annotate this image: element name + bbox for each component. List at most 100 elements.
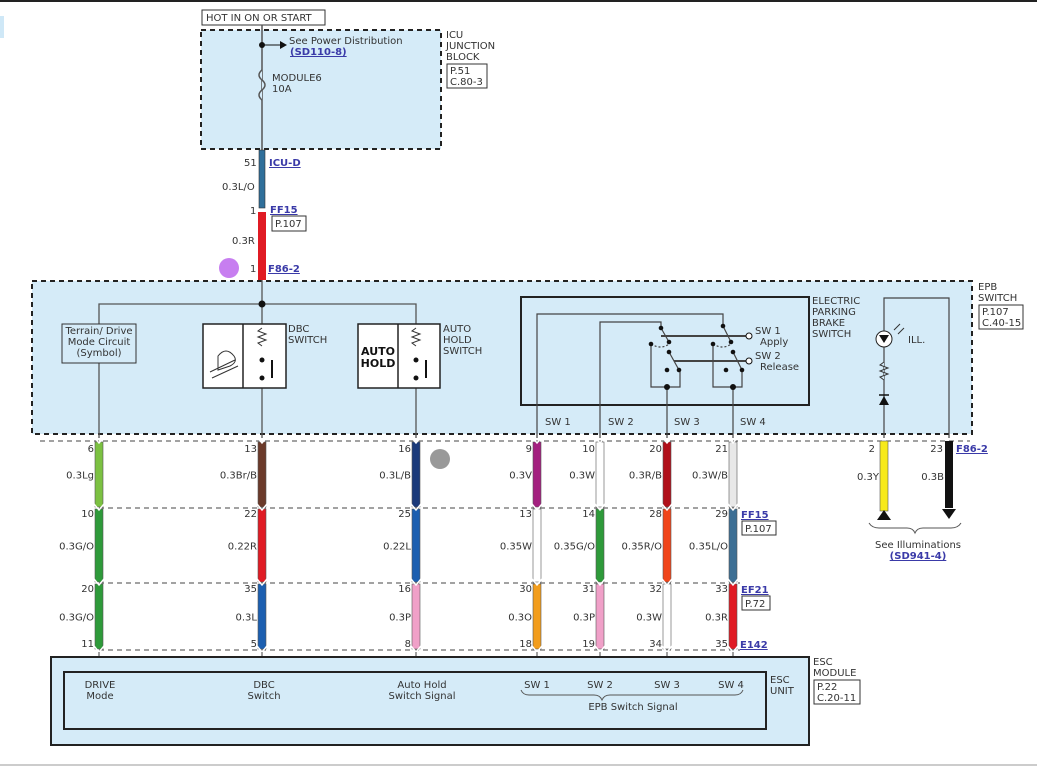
pin-number: 11	[81, 639, 94, 650]
ill-label: ILL.	[908, 335, 925, 346]
connector-e142-link[interactable]: E142	[740, 640, 768, 651]
connector-terminal-icon	[531, 503, 543, 512]
pin-number: 13	[519, 509, 532, 520]
pin-number: 16	[398, 584, 411, 595]
sw-label: SW 3	[674, 417, 700, 428]
wire-label: 0.3L/B	[379, 471, 411, 482]
wire-segment	[94, 441, 104, 508]
arrow-down-icon	[942, 509, 956, 519]
autohold-icon: HOLD	[361, 357, 396, 370]
connector-terminal-icon	[256, 503, 268, 512]
brace	[520, 689, 744, 702]
icu-title: BLOCK	[446, 52, 480, 63]
wire-0.3Y	[879, 440, 889, 512]
wire-segment	[662, 508, 672, 583]
power-arrow-icon	[280, 41, 287, 49]
wire-label: 0.35G/O	[554, 542, 595, 553]
sw-label: SW 1	[545, 417, 571, 428]
terrain-box-text: Terrain/ Drive	[64, 326, 132, 337]
pin-number: 35	[244, 584, 257, 595]
esc-ref: P.22	[817, 682, 837, 693]
wire-label: 0.3W	[636, 613, 662, 624]
epb-switch-contacts	[536, 313, 747, 438]
connector-terminal-icon	[256, 578, 268, 587]
wire-label: 0.3R	[232, 236, 255, 247]
epb-switch-block	[31, 280, 973, 435]
epb-ref: C.40-15	[982, 318, 1021, 329]
wire-segment	[595, 583, 605, 650]
connector-ff15-link[interactable]: FF15	[270, 205, 298, 216]
wire-segment	[728, 441, 738, 508]
wire-label: 0.3Lg	[66, 471, 94, 482]
epb-switch-title: SWITCH	[978, 293, 1017, 304]
pin-number: 34	[649, 639, 662, 650]
connector-icu-d-link[interactable]: ICU-D	[269, 158, 301, 169]
sw1-label: SW 1	[755, 326, 781, 337]
wire-label: 0.3G/O	[59, 613, 94, 624]
wire-label: 0.3B	[921, 472, 944, 483]
icu-title: JUNCTION	[445, 41, 495, 52]
wire-label: 0.35W	[500, 542, 532, 553]
pin-number: 14	[582, 509, 595, 520]
pin-number: 20	[81, 584, 94, 595]
wire-segment	[728, 583, 738, 650]
wire-label: 0.35R/O	[622, 542, 663, 553]
pin-number: 51	[244, 158, 257, 169]
wire-label: 0.3Y	[857, 472, 880, 483]
epb-title: SWITCH	[812, 329, 851, 340]
connector-terminal-icon	[93, 578, 105, 587]
wire-label: 0.3L	[236, 613, 258, 624]
pin-number: 6	[88, 444, 94, 455]
pin-number: 2	[869, 444, 875, 455]
wire-0.3B	[945, 441, 953, 508]
esc-module-title: ESC	[813, 657, 833, 668]
wire-0.3L/O	[258, 149, 266, 209]
pin-number: 20	[649, 444, 662, 455]
see-illuminations-link[interactable]: (SD941-4)	[890, 551, 947, 562]
esc-ref: C.20-11	[817, 693, 856, 704]
power-distribution-text: See Power Distribution	[289, 36, 403, 47]
esc-unit-title: ESC	[770, 675, 790, 686]
esc-module-title: MODULE	[813, 668, 856, 679]
pin-number: 25	[398, 509, 411, 520]
epb-title: BRAKE	[812, 318, 845, 329]
esc-drive-label: DRIVE	[85, 680, 116, 691]
connector-ff15-link[interactable]: FF15	[741, 510, 769, 521]
autohold-title: SWITCH	[443, 346, 482, 357]
hot-label: HOT IN ON OR START	[206, 13, 313, 24]
wire-segment	[411, 583, 421, 650]
connector-terminal-icon	[410, 578, 422, 587]
wire-segment	[257, 441, 267, 508]
hill-descent-icon	[209, 350, 239, 379]
see-illuminations-text: See Illuminations	[875, 540, 961, 551]
ef21-ref-box	[741, 595, 771, 611]
wire-label: 0.35L/O	[689, 542, 728, 553]
sw1-apply: Apply	[760, 337, 788, 348]
left-edge-tab	[0, 16, 4, 38]
wire-segment	[662, 441, 672, 508]
pin-number: 32	[649, 584, 662, 595]
icu-ref-box	[446, 63, 488, 89]
connector-terminal-icon	[661, 578, 673, 587]
connector-f86-2-link[interactable]: F86-2	[956, 444, 988, 455]
terrain-box-text: (Symbol)	[76, 348, 121, 359]
esc-unit-title: UNIT	[770, 686, 795, 697]
pin-number: 9	[526, 444, 532, 455]
connector-terminal-icon	[531, 436, 543, 445]
connector-ef21-link[interactable]: EF21	[741, 585, 769, 596]
pin-number: 31	[582, 584, 595, 595]
connector-f86-2-link[interactable]: F86-2	[268, 264, 300, 275]
epb-title: ELECTRIC	[812, 296, 860, 307]
dbc-title: DBC	[288, 324, 309, 335]
connector-terminal-icon	[256, 436, 268, 445]
pin-number: 16	[398, 444, 411, 455]
wire-segment	[532, 583, 542, 650]
icu-ref: P.51	[450, 66, 470, 77]
wire-layer: 0.3Lg0.3G/O0.3G/O61020110.3Br/B0.22R0.3L…	[59, 436, 739, 672]
power-distribution-link[interactable]: (SD110-8)	[290, 47, 347, 58]
ff15-ref-box	[741, 520, 777, 536]
wire-segment	[532, 508, 542, 583]
connector-terminal-icon	[531, 578, 543, 587]
touch-indicator-gray	[430, 449, 450, 469]
pin-number: 13	[244, 444, 257, 455]
